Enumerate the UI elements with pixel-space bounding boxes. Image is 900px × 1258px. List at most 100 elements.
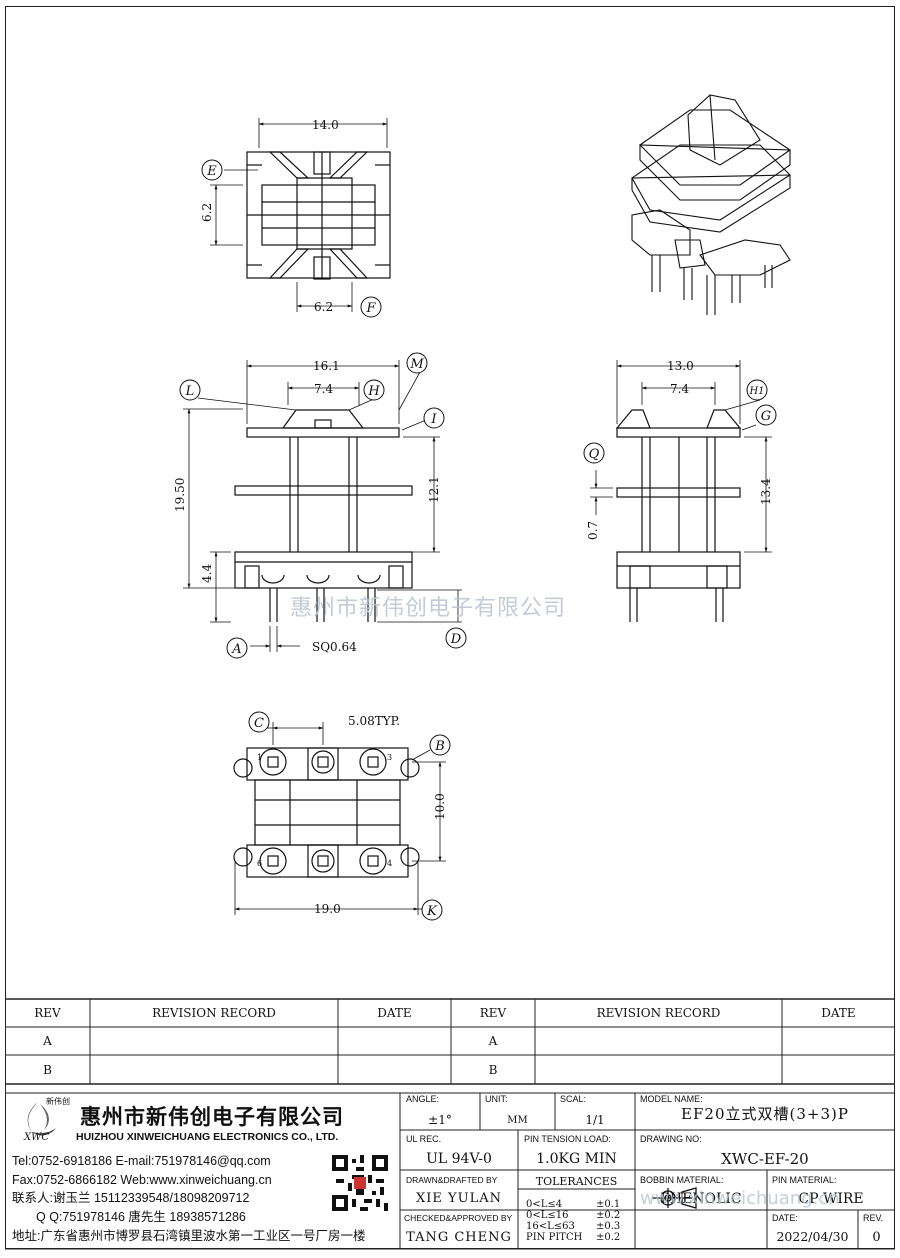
scale-label: SCAL: (560, 1094, 587, 1104)
rev-header-1: REV (34, 1006, 61, 1020)
pin-label-6: 6 (257, 859, 262, 868)
pin-label-4: 4 (387, 859, 392, 868)
tol-range-2: 0<L≤16 (526, 1210, 569, 1221)
qr-code (332, 1155, 388, 1211)
angle-label: ANGLE: (406, 1094, 440, 1104)
logo-text: 新伟创 (46, 1097, 70, 1106)
callout-A: A (231, 642, 241, 657)
callout-D: D (450, 632, 462, 647)
drawing-no-label: DRAWING NO: (640, 1134, 702, 1144)
callout-H1: H1 (748, 386, 764, 397)
company-name-cn: 惠州市新伟创电子有限公司 (80, 1105, 344, 1129)
pin-tension-label: PIN TENSION LOAD: (524, 1134, 611, 1144)
rev-row-a-right: A (488, 1034, 498, 1048)
date-header-1: DATE (377, 1006, 412, 1020)
ul-value: UL 94V-0 (426, 1151, 492, 1167)
callout-Q: Q (589, 447, 600, 462)
drawn-value: XIE YULAN (416, 1191, 502, 1206)
rev-label: REV. (863, 1213, 884, 1223)
callouts (179, 159, 777, 921)
url-watermark: www.xinweichuang.cn (640, 1188, 840, 1209)
dim-pin-row: 10.0 (433, 793, 447, 820)
dim-pin-pitch: 5.08TYP. (348, 714, 400, 728)
dim-bottom-width: 19.0 (314, 902, 341, 916)
tol-value-3: ±0.3 (596, 1221, 621, 1232)
bottom-view (233, 747, 420, 878)
side-view (615, 409, 742, 622)
rev-value: 0 (872, 1230, 881, 1245)
callout-B: B (434, 739, 445, 754)
tol-value-4: ±0.2 (596, 1232, 621, 1243)
dim-side-flange: 0.7 (586, 521, 600, 540)
dim-side-width: 13.0 (667, 359, 694, 373)
callout-L: L (185, 384, 195, 399)
top-view (246, 151, 391, 280)
dim-front-window: 12.1 (427, 476, 441, 503)
isometric-view (631, 94, 791, 315)
model-value: EF20立式双槽(3+3)P (681, 1105, 849, 1123)
pin-tension-value: 1.0KG MIN (536, 1151, 617, 1167)
watermark: 惠州市新伟创电子有限公司 (290, 596, 567, 621)
pin-label-1: 1 (257, 753, 262, 762)
dim-front-width: 16.1 (313, 359, 340, 373)
tol-range-3: 16<L≤63 (526, 1221, 575, 1232)
contact-person: 联系人:谢玉兰 15112339548/18098209712 (12, 1191, 250, 1205)
tol-range-4: PIN PITCH (526, 1232, 583, 1243)
rev-row-a-left: A (43, 1034, 52, 1048)
dim-pin-size: SQ0.64 (312, 640, 357, 654)
dim-front-inner: 7.4 (314, 382, 333, 396)
callout-C: C (254, 716, 264, 731)
angle-value: ±1° (428, 1113, 452, 1127)
company-name-en: HUIZHOU XINWEICHUANG ELECTRONICS CO., LT… (76, 1131, 339, 1143)
dim-top-height: 6.2 (200, 203, 214, 222)
dim-side-window: 13.4 (759, 478, 773, 505)
company-logo (27, 1102, 56, 1136)
pin-material-value: CP WIRE (798, 1191, 864, 1207)
callout-I: I (430, 412, 437, 427)
pin-label-3: 3 (387, 753, 392, 762)
dim-side-inner: 7.4 (670, 382, 689, 396)
callout-E: E (206, 164, 217, 179)
drawing-no-value: XWC-EF-20 (721, 1150, 809, 1168)
date-label: DATE: (772, 1213, 798, 1223)
model-label: MODEL NAME: (640, 1094, 703, 1104)
logo-sub: XWC (24, 1132, 50, 1143)
tol-value-2: ±0.2 (596, 1210, 621, 1221)
scale-value: 1/1 (585, 1113, 605, 1127)
projection-symbol (652, 1187, 697, 1209)
front-view (234, 409, 413, 622)
callout-G: G (761, 409, 771, 424)
unit-value: MM (507, 1115, 528, 1126)
tol-range-1: 0<L≤4 (526, 1199, 563, 1210)
revision-record-header-1: REVISION RECORD (152, 1006, 276, 1020)
callout-M: M (409, 357, 424, 372)
date-value: 2022/04/30 (776, 1229, 849, 1244)
rev-row-b-left: B (43, 1063, 52, 1077)
checked-value: TANG CHENG (406, 1230, 512, 1245)
callout-F: F (365, 301, 376, 316)
contact-tel: Tel:0752-6918186 E-mail:751978146@qq.com (12, 1154, 271, 1168)
dim-front-height: 19.50 (173, 478, 187, 512)
rev-row-b-right: B (488, 1063, 498, 1077)
bobbin-material-value: PHENOLIC (660, 1191, 742, 1207)
dim-top-inner: 6.2 (314, 300, 333, 314)
pin-material-label: PIN MATERIAL: (772, 1175, 837, 1185)
technical-drawing: E F L H M I A D H1 G Q C B K 14.0 6.2 6.… (173, 94, 791, 921)
callout-H: H (367, 384, 380, 399)
unit-label: UNIT: (485, 1094, 508, 1104)
dim-front-base: 4.4 (200, 564, 214, 583)
rev-header-2: REV (479, 1006, 507, 1020)
dim-top-width: 14.0 (312, 118, 339, 132)
revision-table-lines (5, 998, 895, 1085)
revision-record-header-2: REVISION RECORD (596, 1006, 721, 1020)
ul-label: UL REC. (406, 1134, 442, 1144)
bobbin-material-label: BOBBIN MATERIAL: (640, 1175, 724, 1185)
company-address: 地址:广东省惠州市博罗县石湾镇里波水第一工业区一号厂房一楼 (12, 1229, 366, 1243)
drawn-label: DRAWN&DRAFTED BY (406, 1175, 498, 1185)
title-block-lines (5, 1092, 895, 1250)
contact-fax: Fax:0752-6866182 Web:www.xinweichuang.cn (12, 1173, 272, 1187)
tol-value-1: ±0.1 (596, 1199, 621, 1210)
checked-label: CHECKED&APPROVED BY (404, 1213, 513, 1223)
date-header-2: DATE (821, 1006, 856, 1020)
callout-K: K (426, 904, 438, 919)
